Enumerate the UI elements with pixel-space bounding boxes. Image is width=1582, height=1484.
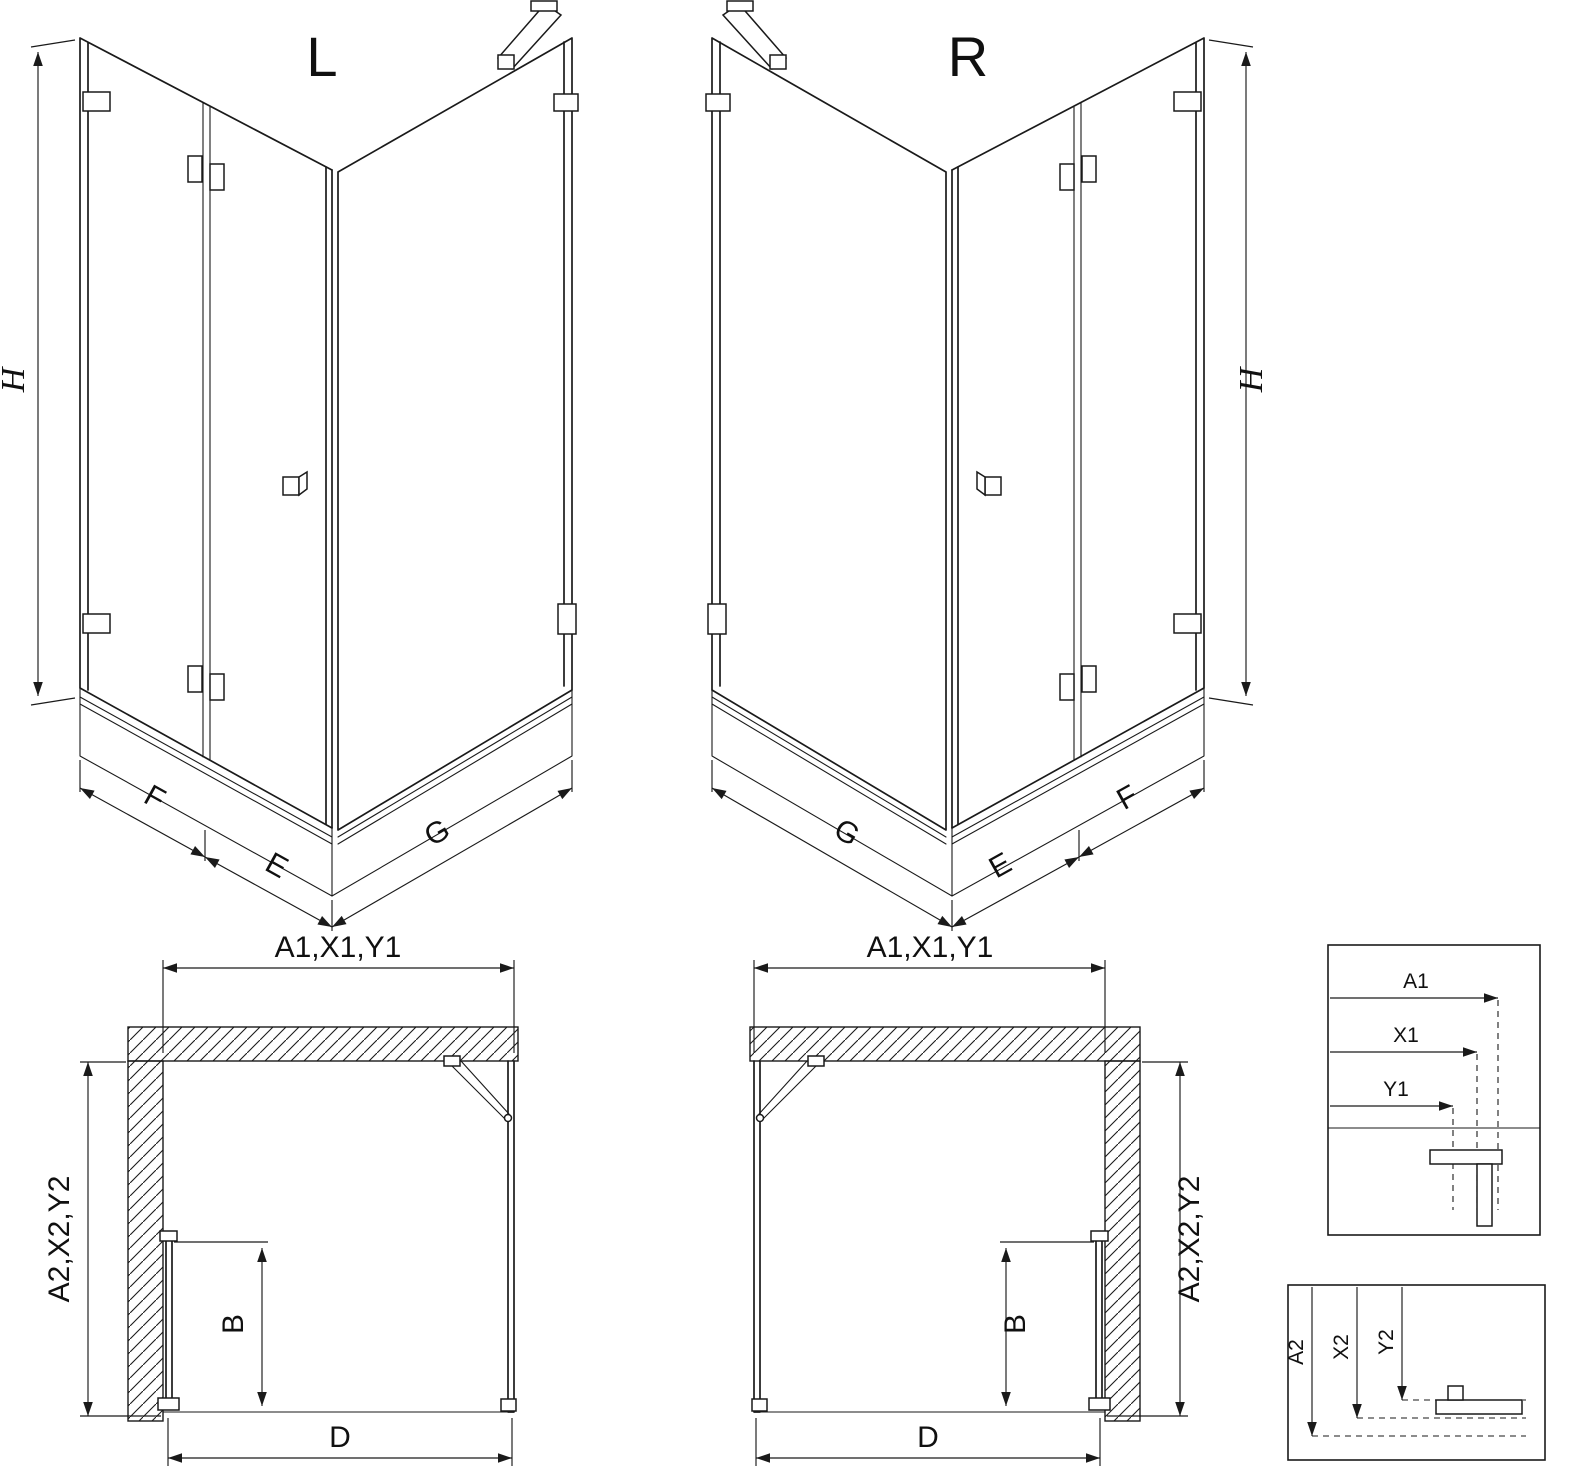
left-plan-view: A1,X1,Y1 A2,X2,Y2 B D [43,931,519,1466]
dim-label-b-right-plan: B [999,1314,1032,1334]
detail-box-top: A1 X1 Y1 [1327,944,1541,1236]
dim-label-top-right-plan: A1,X1,Y1 [867,931,994,964]
right-side-glass-wall [711,37,947,831]
dim-label-e-left: E [260,846,294,885]
dim-label-f-left: F [139,779,171,817]
left-front-glass-wall [79,37,333,829]
left-side-glass-wall [337,37,573,831]
dimension-d-left: D [167,1418,513,1466]
dim-label-f-right: F [1111,779,1143,817]
detail-label-a1: A1 [1403,970,1429,993]
dimension-b-left: B [174,1241,268,1406]
dim-label-h-right: H [1233,365,1270,393]
dimension-h-right: H [1208,39,1270,706]
detail-label-y1: Y1 [1383,1078,1409,1101]
dim-label-e-right: E [984,846,1018,885]
right-3d-view: R [705,0,1270,931]
right-plan-view: A1,X1,Y1 A2,X2,Y2 B D [749,931,1206,1466]
plan-glass-panels [751,1060,1111,1413]
plan-glass-panels [157,1060,517,1413]
dim-label-g-right: G [828,813,865,853]
wall-hatching [127,1026,519,1422]
right-hinges [1059,155,1097,701]
right-front-glass-wall [951,37,1205,829]
right-wall-clamps [705,91,1202,635]
dimension-a2-left: A2,X2,Y2 [43,1061,161,1417]
dimension-a2-right: A2,X2,Y2 [1107,1061,1206,1417]
left-3d-view: L [0,0,579,931]
dim-label-side-right-plan: A2,X2,Y2 [1173,1176,1206,1303]
detail-label-a2: A2 [1285,1339,1308,1365]
detail-label-y2: Y2 [1375,1329,1398,1355]
dim-label-d-right-plan: D [917,1421,939,1454]
left-view-title: L [306,25,337,88]
dimension-h-left: H [0,39,76,706]
support-strut [496,0,563,71]
dim-label-side-left-plan: A2,X2,Y2 [43,1176,76,1303]
wall-hatching [749,1026,1141,1422]
dim-label-d-left-plan: D [329,1421,351,1454]
detail-box-bottom: A2 X2 Y2 [1285,1284,1546,1461]
dim-label-g-left: G [419,813,456,853]
plan-support-strut [755,1055,825,1123]
glass-profile-detail [1435,1385,1523,1415]
dimension-d-right: D [755,1418,1101,1466]
plan-support-strut [443,1055,513,1123]
right-view-title: R [948,25,988,88]
glass-profile-detail [1429,1149,1503,1227]
door-handle-icon [976,470,1002,497]
detail-label-x1: X1 [1393,1024,1419,1047]
left-hinges [187,155,225,701]
detail-label-x2: X2 [1330,1334,1353,1360]
dim-label-h-left: H [0,365,32,393]
support-strut [721,0,788,71]
dim-label-b-left-plan: B [217,1314,250,1334]
dimension-a1-left: A1,X1,Y1 [162,931,515,1053]
door-handle-icon [282,470,308,497]
dim-label-top-left-plan: A1,X1,Y1 [275,931,402,964]
dimension-a1-right: A1,X1,Y1 [753,931,1106,1053]
left-wall-clamps [82,91,579,635]
dimension-b-right: B [999,1241,1094,1406]
